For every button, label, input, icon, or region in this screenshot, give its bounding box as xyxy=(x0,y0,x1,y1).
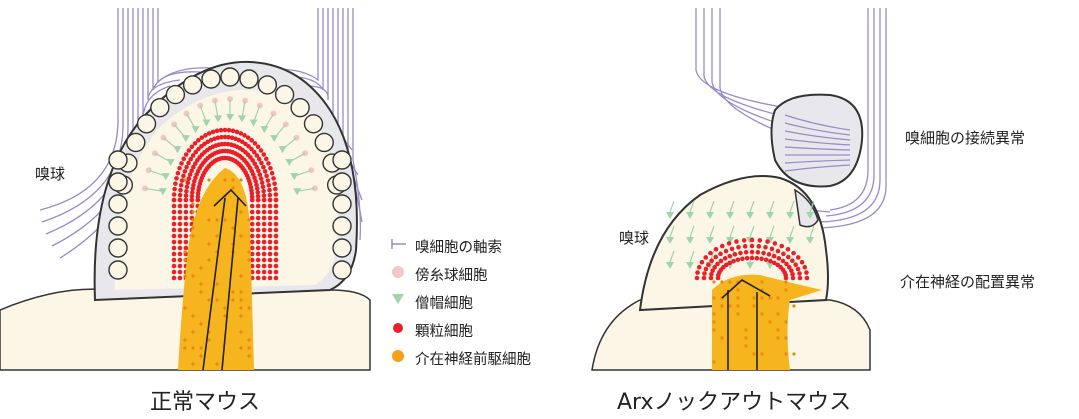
legend-label: 顆粒細胞 xyxy=(415,320,473,341)
olfactory-bulb-label-left: 嗅球 xyxy=(35,163,65,184)
knockout-mouse-diagram xyxy=(592,8,886,370)
legend-item-axon: 嗅細胞の軸索 xyxy=(385,232,531,260)
olfactory-bulb-label-right: 嗅球 xyxy=(619,227,649,248)
legend-item-granule: 顆粒細胞 xyxy=(385,316,531,344)
legend: 嗅細胞の軸索 傍糸球細胞 僧帽細胞 顆粒細胞 介在神経前駆細胞 xyxy=(385,232,531,372)
caption-normal: 正常マウス xyxy=(150,384,260,416)
legend-label: 嗅細胞の軸索 xyxy=(415,236,502,257)
caption-knockout: Arxノックアウトマウス xyxy=(617,384,851,416)
connection-abnormality-label: 嗅細胞の接続異常 xyxy=(905,127,1025,148)
legend-item-precursor: 介在神経前駆細胞 xyxy=(385,344,531,372)
placement-abnormality-label: 介在神経の配置異常 xyxy=(900,271,1035,292)
legend-label: 僧帽細胞 xyxy=(415,292,473,313)
ectopic-glomerulus xyxy=(772,95,863,187)
legend-item-periglomerular: 傍糸球細胞 xyxy=(385,260,531,288)
legend-label: 傍糸球細胞 xyxy=(415,264,488,285)
legend-label: 介在神経前駆細胞 xyxy=(415,348,531,369)
normal-mouse-diagram xyxy=(0,8,370,370)
legend-item-mitral: 僧帽細胞 xyxy=(385,288,531,316)
